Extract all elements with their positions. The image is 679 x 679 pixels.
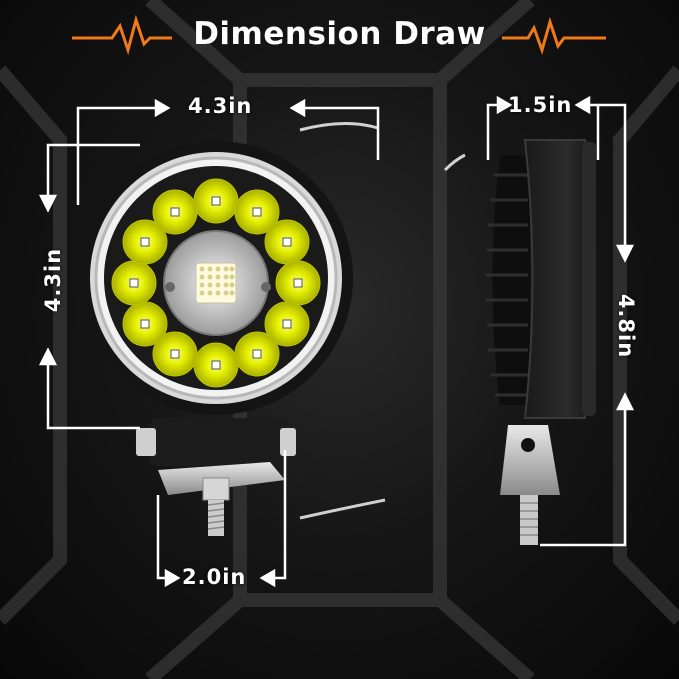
led-chip — [252, 207, 262, 217]
led-chip — [282, 237, 292, 247]
led-chip — [252, 349, 262, 359]
led-chip — [129, 278, 139, 288]
led-chip — [293, 278, 303, 288]
background-light-streaks — [299, 121, 466, 520]
front-width-label: 4.3in — [188, 94, 253, 118]
led-chip — [211, 196, 221, 206]
front-light — [79, 141, 353, 536]
side-depth-label: 1.5in — [508, 93, 573, 117]
dimension-lines — [38, 95, 635, 588]
led-chip — [170, 207, 180, 217]
led-chip — [211, 360, 221, 370]
title-heartbeat-right-icon — [502, 16, 606, 55]
side-height-label: 4.8in — [614, 293, 638, 359]
led-chip — [170, 349, 180, 359]
title-heartbeat-left-icon — [72, 14, 172, 56]
led-chip — [140, 237, 150, 247]
led-chip — [140, 319, 150, 329]
bracket-width-label: 2.0in — [182, 565, 247, 589]
led-chip — [282, 319, 292, 329]
side-light — [486, 139, 596, 545]
page-title: Dimension Draw — [193, 16, 486, 52]
front-height-label: 4.3in — [41, 247, 65, 313]
